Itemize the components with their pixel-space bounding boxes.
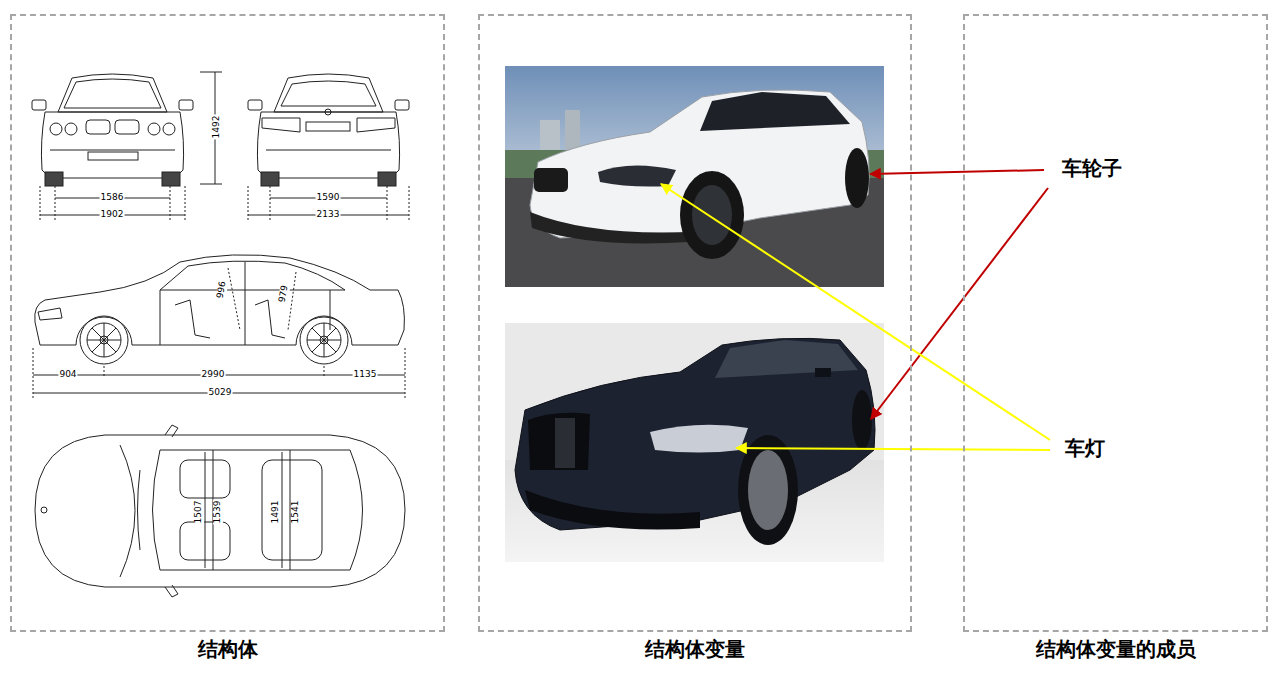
dimension-number: 904 — [58, 370, 77, 380]
panel-caption: 结构体 — [0, 636, 483, 663]
dimension-number: 1586 — [100, 193, 125, 203]
car-blueprint — [35, 425, 405, 597]
dimension-number: 979 — [277, 284, 290, 305]
car-photo — [505, 323, 884, 562]
dimension-number: 1539 — [213, 500, 223, 525]
dimension-number: 2990 — [201, 370, 226, 380]
car-blueprint — [248, 74, 409, 220]
dimension-number: 2133 — [316, 210, 341, 220]
dimension-number: 1492 — [212, 115, 222, 140]
dashed-panel: 结构体变量 — [478, 14, 912, 632]
panel-caption: 结构体变量 — [440, 636, 950, 663]
dimension-number: 5029 — [208, 388, 233, 398]
dimension-number: 996 — [215, 280, 228, 301]
dimension-number: 1902 — [100, 210, 125, 220]
dimension-number: 1507 — [194, 500, 204, 525]
member-label: 车灯 — [1065, 437, 1105, 459]
dimension-number: 1491 — [271, 500, 281, 525]
leader-arrows — [661, 170, 1050, 450]
dimension-number: 1541 — [291, 500, 301, 525]
member-label: 车轮子 — [1062, 157, 1122, 179]
car-blueprint — [32, 72, 222, 220]
dashed-panel: 结构体变量的成员 — [963, 14, 1268, 632]
car-blueprint — [33, 255, 405, 398]
dimension-number: 1135 — [353, 370, 378, 380]
car-photo — [505, 66, 884, 287]
dimension-number: 1590 — [316, 193, 341, 203]
panel-caption: 结构体变量的成员 — [925, 636, 1282, 663]
dashed-panel: 结构体 — [10, 14, 445, 632]
